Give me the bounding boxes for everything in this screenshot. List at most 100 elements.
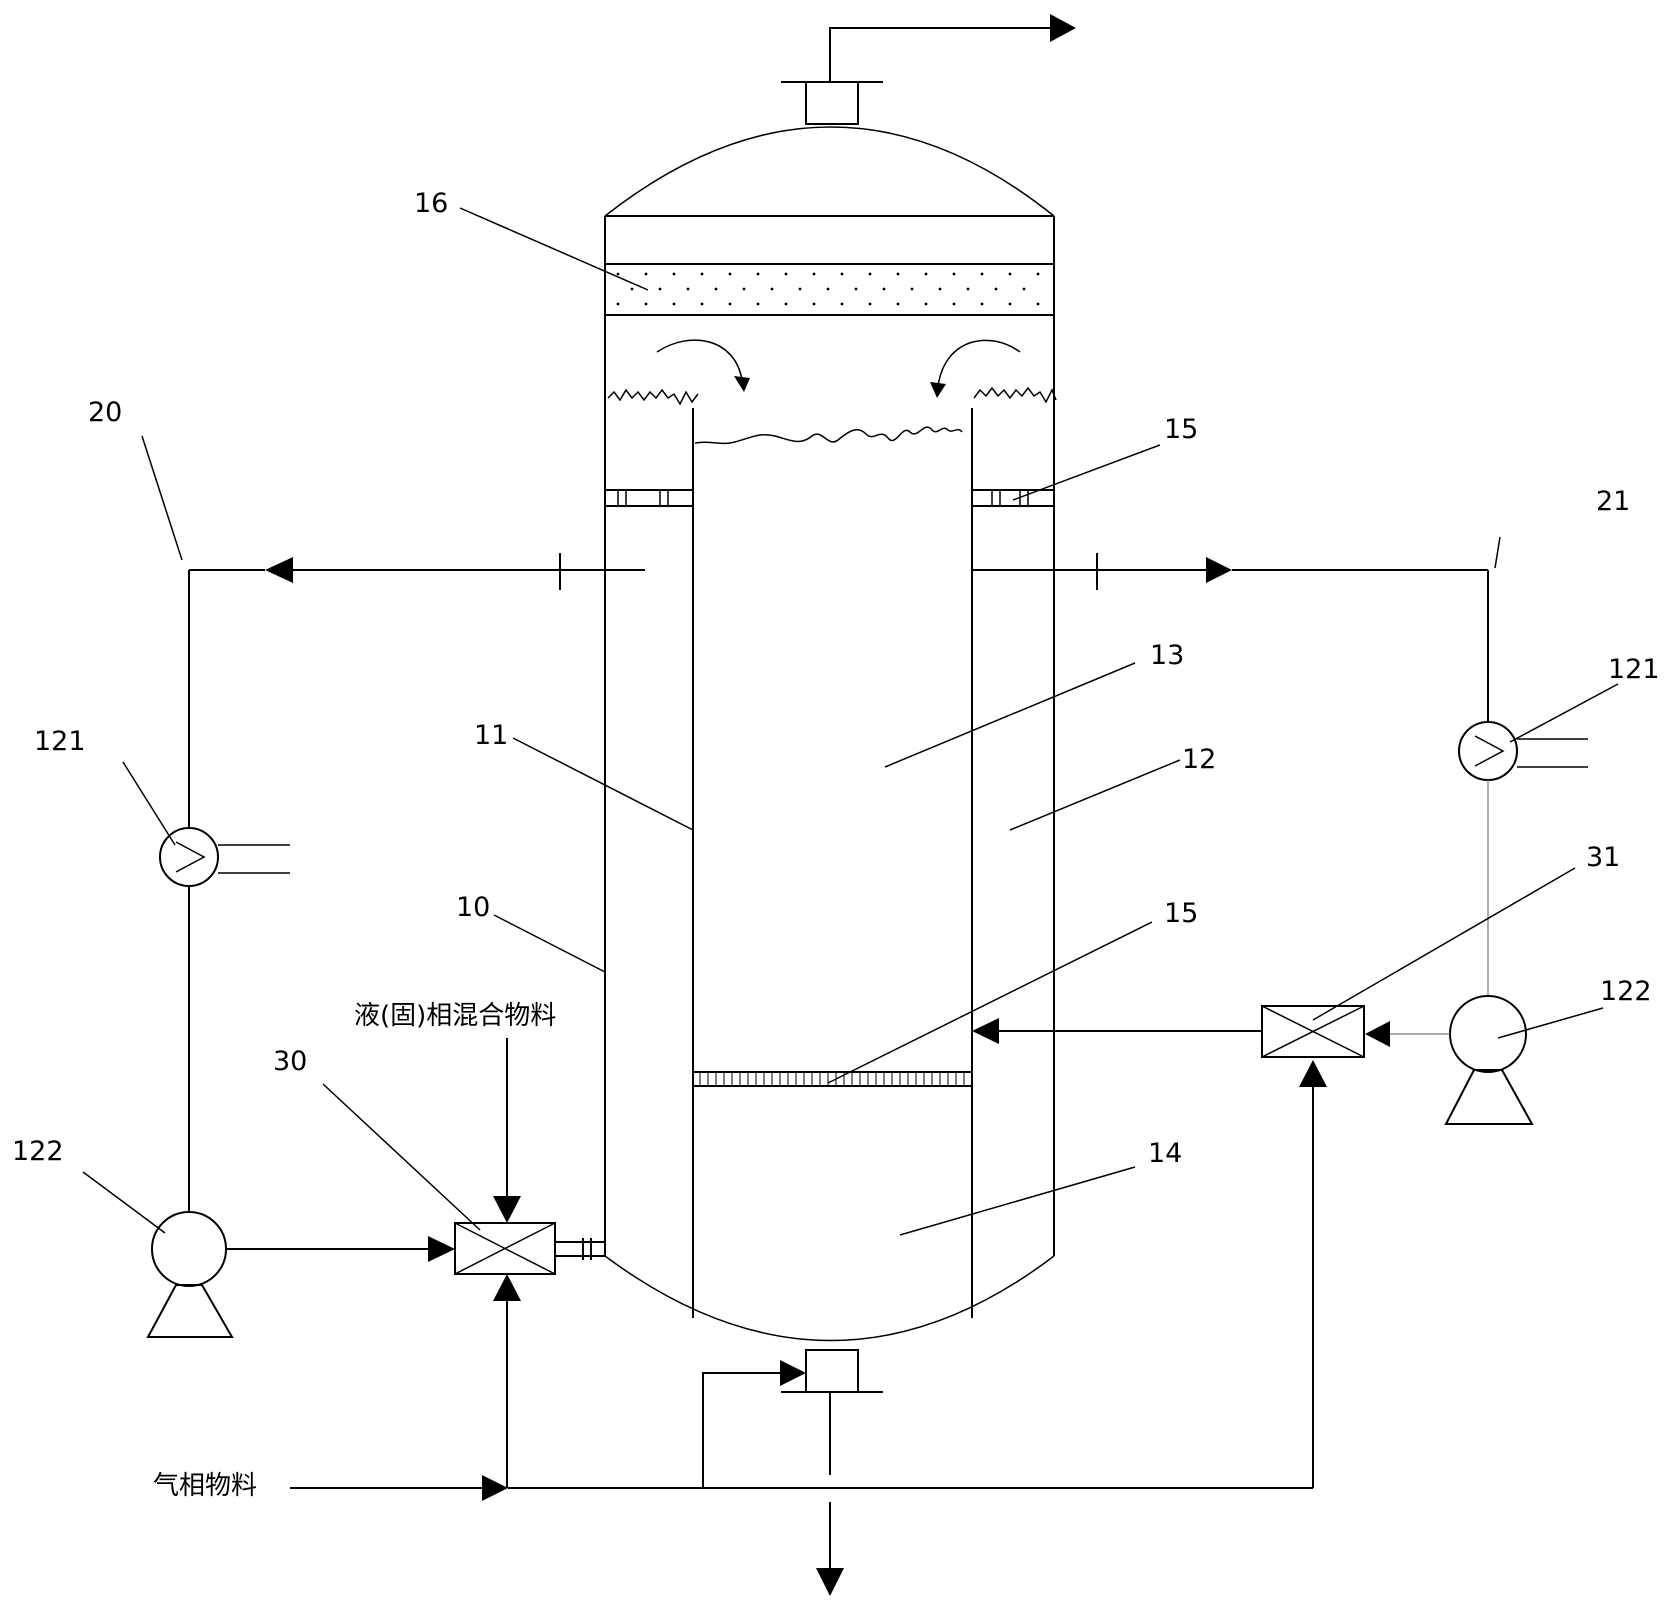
demister-dot bbox=[868, 302, 872, 306]
demister-dot bbox=[742, 287, 746, 291]
lower-distribution-plate bbox=[693, 1071, 972, 1087]
demister-dot bbox=[630, 287, 634, 291]
right-mixer-arrow bbox=[972, 1018, 999, 1044]
demister-dot bbox=[784, 302, 788, 306]
demister-dot bbox=[784, 272, 788, 276]
label-121-left: 121 bbox=[34, 726, 86, 757]
demister-dot bbox=[938, 287, 942, 291]
label-14: 14 bbox=[1148, 1138, 1182, 1169]
upper-plate-right bbox=[972, 489, 1054, 507]
top-head bbox=[604, 126, 1055, 217]
right-pump-arrow bbox=[1365, 1021, 1390, 1047]
demister-dot bbox=[672, 302, 676, 306]
demister-dot bbox=[700, 272, 704, 276]
demister-dot bbox=[854, 287, 858, 291]
demister-dot bbox=[924, 302, 928, 306]
demister-dot bbox=[924, 272, 928, 276]
demister-dot bbox=[980, 272, 984, 276]
demister-dot bbox=[994, 287, 998, 291]
demister-dot bbox=[728, 302, 732, 306]
demister-dot bbox=[756, 272, 760, 276]
gas-feed-arrow bbox=[482, 1475, 508, 1501]
leader-lines bbox=[82, 207, 1619, 1236]
demister-dot bbox=[882, 287, 886, 291]
reactor-vessel bbox=[604, 126, 1055, 1342]
left-pump bbox=[151, 1211, 227, 1287]
demister-dot bbox=[770, 287, 774, 291]
demister-dot bbox=[1036, 302, 1040, 306]
gas-to-bottom-arrow bbox=[780, 1360, 806, 1386]
label-122-left: 122 bbox=[12, 1136, 64, 1167]
demister-dot bbox=[826, 287, 830, 291]
demister-dot bbox=[812, 302, 816, 306]
label-11: 11 bbox=[474, 720, 508, 751]
left-mixer bbox=[454, 1038, 605, 1275]
right-mixer bbox=[972, 1005, 1365, 1058]
label-122-right: 122 bbox=[1600, 976, 1652, 1007]
bottom-head bbox=[604, 1255, 1055, 1342]
flow-arrow-right bbox=[930, 382, 946, 398]
gas-feed-label: 气相物料 bbox=[153, 1471, 257, 1501]
right-circulation-pipe bbox=[972, 553, 1588, 1125]
demister-dot bbox=[1008, 302, 1012, 306]
gas-to-left-mixer-arrow bbox=[493, 1274, 521, 1301]
bottom-outlet-arrow bbox=[816, 1568, 844, 1596]
upper-plate-left bbox=[605, 489, 693, 507]
demister-dot bbox=[812, 272, 816, 276]
demister-pad bbox=[605, 263, 1054, 316]
label-21: 21 bbox=[1596, 486, 1630, 517]
gas-to-right-mixer-arrow bbox=[1299, 1060, 1327, 1087]
right-outlet-arrow bbox=[1206, 557, 1232, 583]
gas-feed-pipe bbox=[290, 1060, 1327, 1501]
demister-dot bbox=[798, 287, 802, 291]
label-15-lower: 15 bbox=[1164, 898, 1198, 929]
draft-tube bbox=[692, 408, 973, 1318]
demister-dot bbox=[966, 287, 970, 291]
demister-dot bbox=[616, 272, 620, 276]
top-outlet bbox=[781, 14, 1076, 125]
label-12: 12 bbox=[1182, 744, 1216, 775]
demister-dot bbox=[672, 272, 676, 276]
label-31: 31 bbox=[1586, 842, 1620, 873]
left-pump-arrow bbox=[428, 1236, 455, 1262]
label-13: 13 bbox=[1150, 640, 1184, 671]
demister-dot bbox=[1036, 272, 1040, 276]
right-heat-exchanger bbox=[1458, 721, 1518, 781]
left-outlet-arrow bbox=[265, 557, 293, 583]
demister-dot bbox=[980, 302, 984, 306]
demister-dot bbox=[840, 302, 844, 306]
demister-dot bbox=[910, 287, 914, 291]
demister-dot bbox=[756, 302, 760, 306]
label-20: 20 bbox=[88, 397, 122, 428]
label-10: 10 bbox=[456, 892, 490, 923]
demister-dot bbox=[952, 302, 956, 306]
left-heat-exchanger bbox=[159, 827, 219, 887]
bottom-outlet bbox=[781, 1349, 883, 1596]
demister-dot bbox=[868, 272, 872, 276]
demister-dot bbox=[686, 287, 690, 291]
top-outlet-arrow bbox=[1050, 14, 1076, 42]
demister-dot bbox=[952, 272, 956, 276]
label-30: 30 bbox=[273, 1046, 307, 1077]
demister-dot bbox=[840, 272, 844, 276]
liquid-feed-label: 液(固)相混合物料 bbox=[354, 1001, 556, 1031]
label-16: 16 bbox=[414, 188, 448, 219]
demister-dot bbox=[1008, 272, 1012, 276]
demister-dot bbox=[896, 272, 900, 276]
demister-dot bbox=[644, 272, 648, 276]
liquid-surface bbox=[607, 386, 1057, 445]
demister-dot bbox=[644, 302, 648, 306]
flow-arrows bbox=[656, 339, 1021, 398]
flow-arrow-left bbox=[734, 376, 750, 392]
label-121-right: 121 bbox=[1608, 654, 1660, 685]
demister-dot bbox=[616, 302, 620, 306]
demister-dot bbox=[658, 287, 662, 291]
demister-dot bbox=[896, 302, 900, 306]
left-circulation-pipe bbox=[146, 553, 645, 1338]
demister-dot bbox=[714, 287, 718, 291]
demister-dot bbox=[728, 272, 732, 276]
liquid-feed-arrow bbox=[493, 1196, 521, 1223]
demister-dot bbox=[700, 302, 704, 306]
labels: 16 15 20 21 13 121 121 11 12 31 10 15 12… bbox=[12, 188, 1660, 1501]
